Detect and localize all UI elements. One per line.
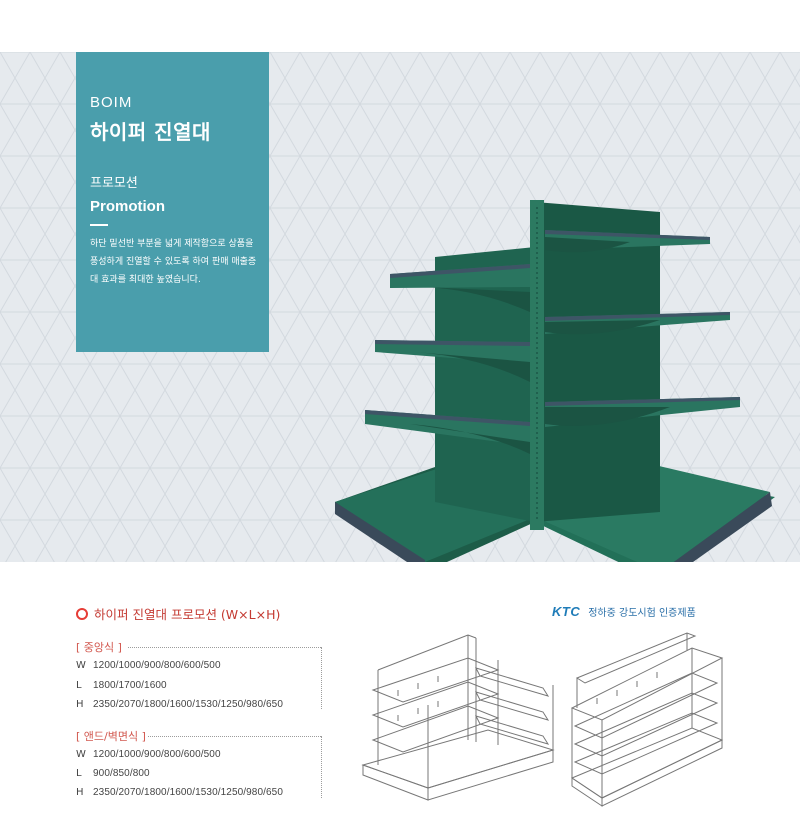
group-label-end: [ 앤드/벽면식 ]: [76, 730, 146, 743]
product-description: 하단 밑선반 부분을 넓게 제작함으로 상품을 풍성하게 진열할 수 있도록 하…: [90, 239, 257, 285]
info-panel: BOIM 하이퍼 진열대 프로모션 Promotion 하단 밑선반 부분을 넓…: [76, 52, 269, 352]
subtitle-english: Promotion: [90, 198, 165, 215]
spec-row: H 2350/2070/1800/1600/1530/1250/980/650: [76, 699, 283, 710]
spec-heading: 하이퍼 진열대 프로모션 (W×L×H): [76, 604, 280, 623]
certification-text: 정하중 강도시험 인증제품: [588, 608, 696, 619]
center-shelf-diagram: [361, 634, 555, 801]
subtitle-korean: 프로모션: [90, 176, 138, 191]
shelf-product-image: [335, 200, 775, 562]
brand-logo: BOIM: [90, 94, 133, 111]
spec-row: L 900/850/800: [76, 768, 150, 779]
spec-row: H 2350/2070/1800/1600/1530/1250/980/650: [76, 787, 283, 798]
dotted-divider: [148, 736, 321, 737]
spec-heading-text: 하이퍼 진열대 프로모션 (W×L×H): [94, 607, 281, 622]
group-label-center: [ 중앙식 ]: [76, 641, 122, 654]
dotted-divider: [128, 647, 321, 648]
ktc-logo: KTC: [552, 604, 581, 619]
spec-row: W 1200/1000/900/800/600/500: [76, 749, 221, 760]
spec-row: W 1200/1000/900/800/600/500: [76, 660, 221, 671]
product-title: 하이퍼 진열대: [90, 120, 211, 144]
divider: [90, 224, 108, 226]
dotted-divider: [321, 736, 322, 798]
certification: KTC 정하중 강도시험 인증제품: [552, 604, 696, 619]
dotted-divider: [321, 647, 322, 709]
circle-bullet-icon: [76, 607, 88, 620]
spec-row: L 1800/1700/1600: [76, 680, 167, 691]
hero-banner: BOIM 하이퍼 진열대 프로모션 Promotion 하단 밑선반 부분을 넓…: [0, 52, 800, 562]
wall-shelf-diagram: [570, 632, 724, 807]
